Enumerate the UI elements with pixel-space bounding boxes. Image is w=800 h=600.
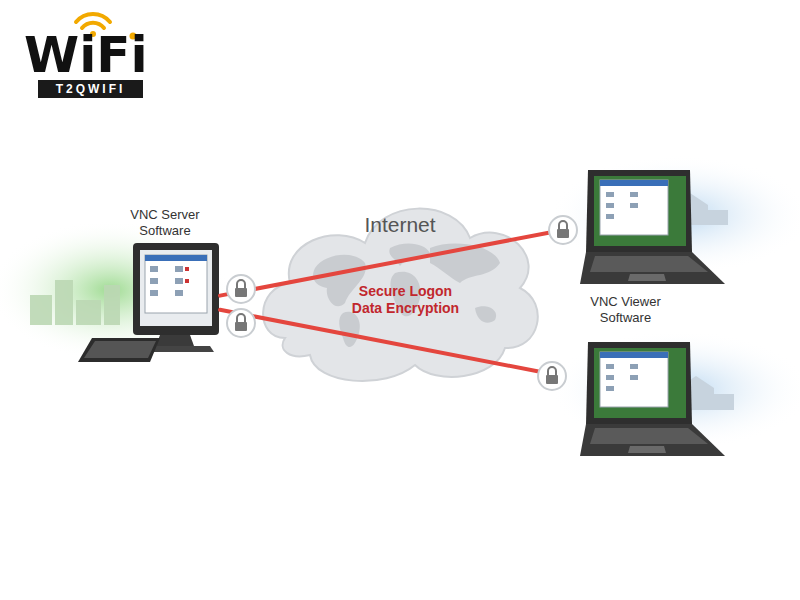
device-label: VNC Server Software [110, 207, 220, 238]
world-map [313, 255, 366, 307]
cloud-caption: Secure Logon Data Encryption [343, 283, 468, 317]
padlock-icon [227, 275, 255, 303]
viewer-laptops-node: VNC Viewer Software [563, 166, 730, 458]
padlock-icon [227, 309, 255, 337]
cloud-title: Internet [255, 212, 545, 237]
viewer-laptop [580, 342, 725, 456]
logo-bar [38, 80, 143, 98]
world-map [339, 312, 360, 347]
server-computer-node: VNC Server Software [110, 203, 220, 360]
world-map [389, 243, 430, 266]
buildings [30, 280, 120, 325]
logo-subtitle: T2QWIFI [38, 80, 143, 98]
viewer-laptop [580, 170, 725, 284]
padlock-icon [549, 216, 577, 244]
server-computer [78, 243, 219, 362]
device-label: VNC Viewer Software [563, 294, 688, 325]
world-map [430, 244, 500, 283]
padlock-icon [538, 362, 566, 390]
logo-wordmark: WiFi [24, 30, 148, 80]
internet-cloud: InternetSecure Logon Data Encryption [255, 188, 545, 393]
world-map [475, 306, 496, 322]
